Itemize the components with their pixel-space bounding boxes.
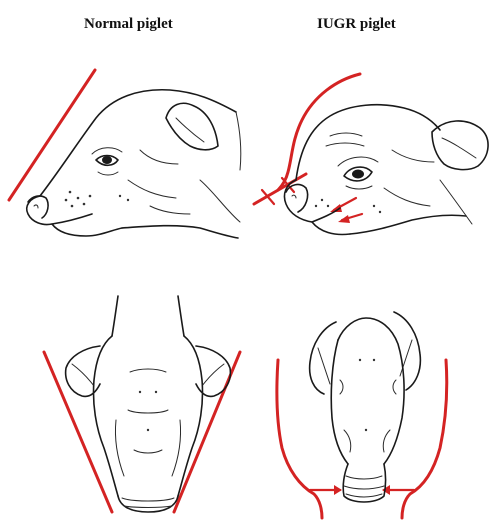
iugr-piglet-top-view (277, 312, 447, 518)
iugr-left-bracket (277, 360, 322, 518)
iugr-right-bracket (402, 360, 447, 518)
normal-piglet-top-view (44, 296, 240, 512)
normal-piglet-side-view (9, 70, 241, 238)
normal-left-taper-line (44, 352, 112, 512)
iugr-piglet-side-view (254, 74, 488, 235)
iugr-forehead-line (278, 74, 360, 190)
